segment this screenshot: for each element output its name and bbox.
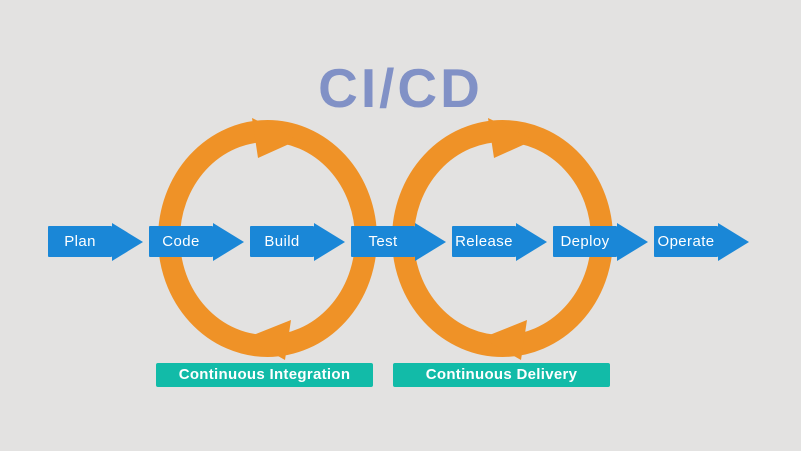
pipeline-stage-code: Code (149, 223, 244, 261)
stage-label: Plan (48, 226, 112, 257)
continuous-delivery-banner: Continuous Delivery (393, 363, 610, 387)
stage-label: Test (351, 226, 415, 257)
pipeline-stage-build: Build (250, 223, 345, 261)
stage-label: Build (250, 226, 314, 257)
cd-loop-top-arrowhead-icon (488, 118, 534, 158)
pipeline-stage-deploy: Deploy (553, 223, 648, 261)
continuous-integration-banner: Continuous Integration (156, 363, 373, 387)
stage-label: Code (149, 226, 213, 257)
stage-arrowhead-icon (314, 223, 345, 261)
ci-loop-top-arrowhead-icon (252, 118, 298, 158)
cd-loop-bottom-arrowhead-icon (482, 320, 527, 360)
stage-arrowhead-icon (718, 223, 749, 261)
pipeline-stage-release: Release (452, 223, 547, 261)
stage-arrowhead-icon (213, 223, 244, 261)
pipeline-stage-plan: Plan (48, 223, 143, 261)
pipeline-stage-test: Test (351, 223, 446, 261)
stage-arrowhead-icon (112, 223, 143, 261)
ci-loop-bottom-arrowhead-icon (246, 320, 291, 360)
stage-label: Operate (654, 226, 718, 257)
stage-label: Release (452, 226, 516, 257)
pipeline-stage-operate: Operate (654, 223, 749, 261)
stage-arrowhead-icon (415, 223, 446, 261)
stage-label: Deploy (553, 226, 617, 257)
stage-arrowhead-icon (617, 223, 648, 261)
page-title: CI/CD (318, 57, 483, 119)
stage-arrowhead-icon (516, 223, 547, 261)
